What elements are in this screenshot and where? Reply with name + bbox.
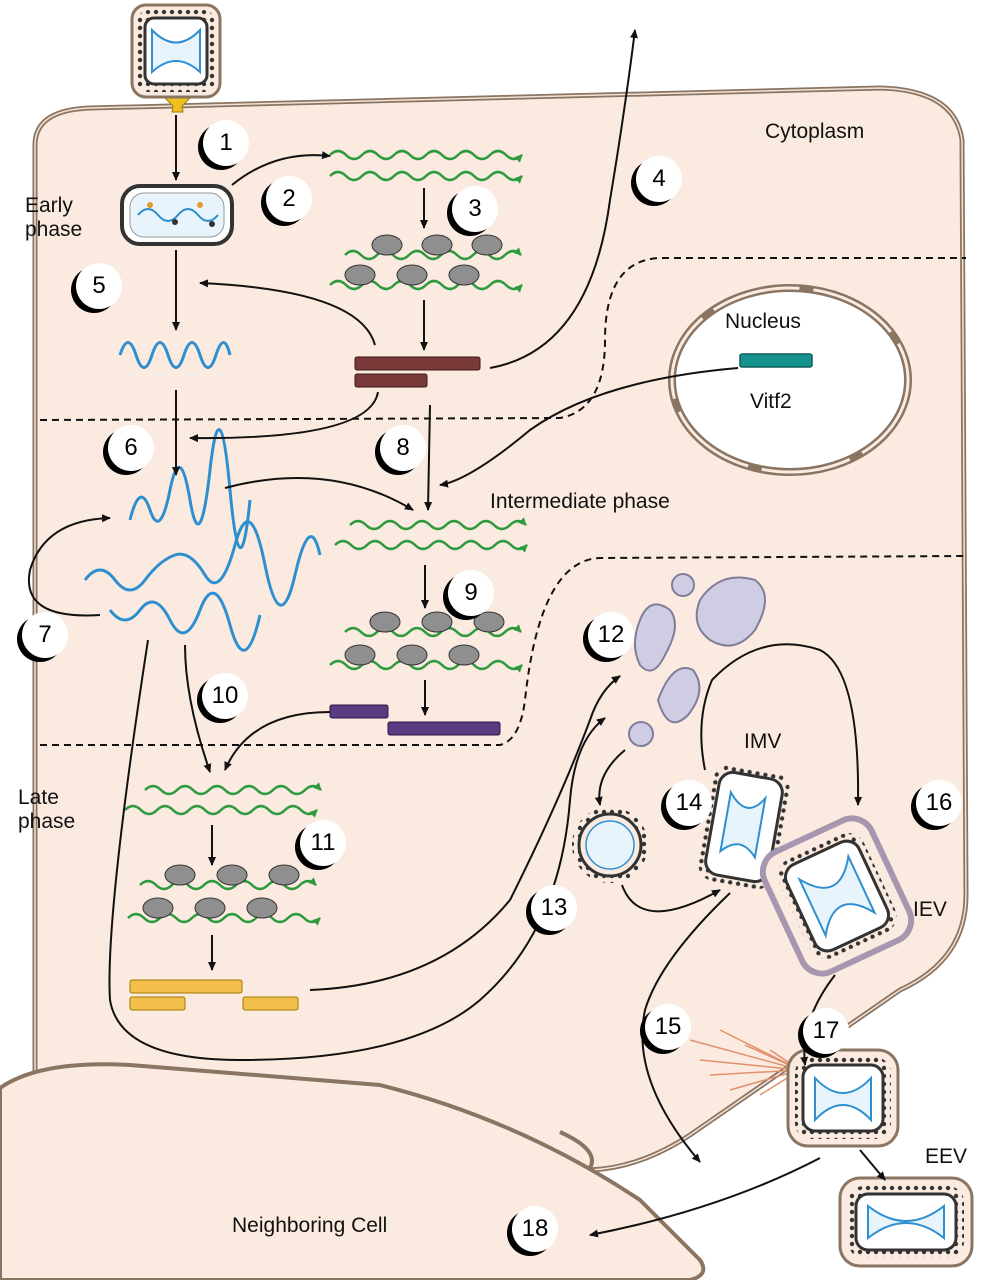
step-marker-5: 5	[76, 263, 122, 309]
step-marker-3: 3	[452, 186, 498, 232]
viral-core	[120, 184, 234, 246]
vitf2-label: Vitf2	[750, 390, 792, 413]
step-marker-17: 17	[803, 1008, 849, 1054]
nucleus	[668, 284, 912, 476]
intermediate-polysomes	[329, 611, 523, 673]
step-marker-1: 1	[203, 120, 249, 166]
vitf2-protein-bar	[739, 353, 813, 368]
intermediate-phase-boundary	[40, 555, 967, 746]
early-polysomes	[329, 234, 523, 293]
intermediate-phase-label: Intermediate phase	[490, 490, 670, 513]
cytoplasm-label: Cytoplasm	[765, 120, 865, 143]
step-marker-11: 11	[300, 820, 346, 866]
late-proteins	[129, 979, 299, 1011]
nucleus-label: Nucleus	[725, 310, 801, 333]
pathway-arrows	[27, 29, 886, 1238]
budding-virion	[786, 1048, 900, 1148]
early-mrna	[329, 149, 523, 184]
step-marker-18: 18	[512, 1206, 558, 1252]
imv-label: IMV	[744, 730, 782, 753]
step-marker-8: 8	[380, 425, 426, 471]
late-phase-label: Late phase	[18, 786, 76, 833]
iev-label: IEV	[913, 898, 947, 921]
step-marker-15: 15	[645, 1004, 691, 1050]
step-marker-6: 6	[108, 425, 154, 471]
early-phase-boundary	[39, 257, 966, 421]
iev-virion	[759, 815, 915, 977]
dna-replicated-2	[83, 520, 322, 607]
step-marker-9: 9	[448, 570, 494, 616]
incoming-virion	[130, 3, 222, 99]
early-proteins	[354, 356, 481, 388]
late-polysomes	[127, 864, 321, 926]
step-marker-2: 2	[266, 176, 312, 222]
step-marker-13: 13	[531, 885, 577, 931]
early-phase-label: Early phase	[25, 194, 83, 241]
dna-replicated-1	[128, 428, 252, 550]
step-marker-12: 12	[588, 612, 634, 658]
late-mrna	[124, 782, 322, 818]
intermediate-mrna	[334, 517, 528, 553]
step-marker-10: 10	[202, 673, 248, 719]
step-marker-14: 14	[666, 780, 712, 826]
dna-replicated-3	[108, 591, 262, 652]
step-marker-7: 7	[22, 612, 68, 658]
immature-virion	[572, 807, 648, 883]
eev-virion	[838, 1176, 974, 1268]
intermediate-proteins	[329, 704, 501, 736]
step-marker-16: 16	[916, 780, 962, 826]
neighboring-cell-label: Neighboring Cell	[232, 1214, 388, 1237]
dna-early	[118, 341, 232, 369]
golgi-membranes	[628, 573, 766, 747]
eev-label: EEV	[925, 1145, 968, 1168]
step-marker-4: 4	[636, 156, 682, 202]
